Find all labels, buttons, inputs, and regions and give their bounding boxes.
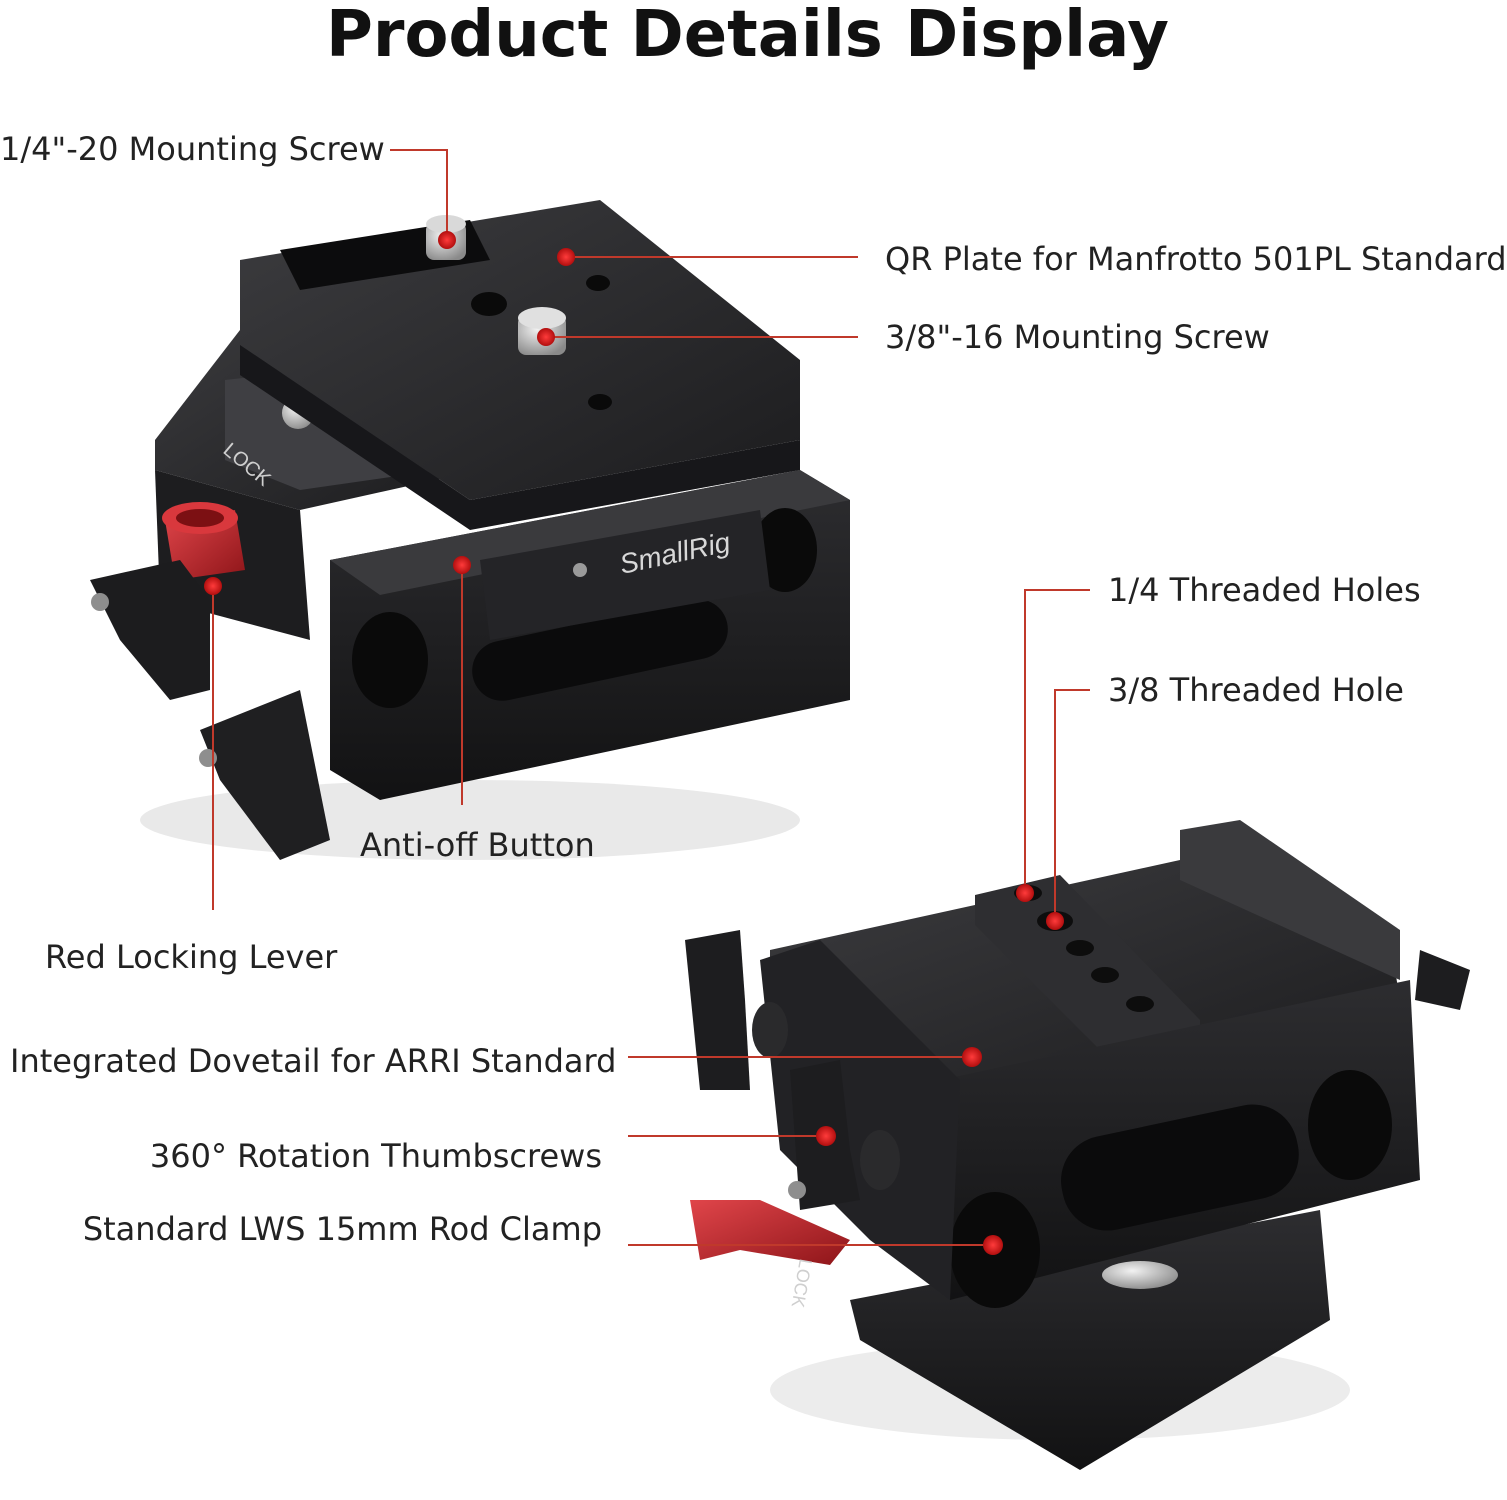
callout-dot-mounting-screw-38 <box>537 328 555 346</box>
lock-text-lower: LOCK <box>788 1257 816 1309</box>
callout-dots <box>204 231 1064 1255</box>
label-dovetail: Integrated Dovetail for ARRI Standard <box>10 1042 617 1080</box>
lower-baseplate: LOCK <box>685 820 1470 1470</box>
callout-dot-red-lever <box>204 577 222 595</box>
callout-dot-rod-clamp <box>983 1235 1003 1255</box>
callout-line-threaded-hole-38 <box>1054 689 1090 921</box>
callout-line-mounting-screw-14 <box>390 149 448 240</box>
label-rotation-thumbscrews: 360° Rotation Thumbscrews <box>149 1137 602 1175</box>
callout-line-threaded-holes-14 <box>1024 589 1090 893</box>
callout-dot-qr-plate <box>557 248 575 266</box>
label-red-locking-lever: Red Locking Lever <box>45 938 338 976</box>
callout-dot-dovetail <box>962 1047 982 1067</box>
callout-dot-threaded-holes-14 <box>1016 884 1034 902</box>
label-anti-off-button: Anti-off Button <box>360 826 595 864</box>
page-title: Product Details Display <box>325 0 1170 72</box>
label-threaded-hole-38: 3/8 Threaded Hole <box>1108 671 1404 709</box>
label-mounting-screw-14: 1/4"-20 Mounting Screw <box>0 130 385 168</box>
callout-dot-anti-off <box>453 556 471 574</box>
upper-baseplate: SmallRig LOCK <box>90 200 850 860</box>
callout-dot-thumbscrews <box>816 1126 836 1146</box>
label-mounting-screw-38: 3/8"-16 Mounting Screw <box>885 318 1270 356</box>
label-qr-plate: QR Plate for Manfrotto 501PL Standard <box>885 240 1507 278</box>
label-threaded-holes-14: 1/4 Threaded Holes <box>1108 571 1421 609</box>
callout-lines <box>212 149 1090 1246</box>
callout-dot-threaded-hole-38 <box>1046 912 1064 930</box>
label-rod-clamp: Standard LWS 15mm Rod Clamp <box>82 1210 602 1248</box>
callout-dot-mounting-screw-14 <box>438 231 456 249</box>
